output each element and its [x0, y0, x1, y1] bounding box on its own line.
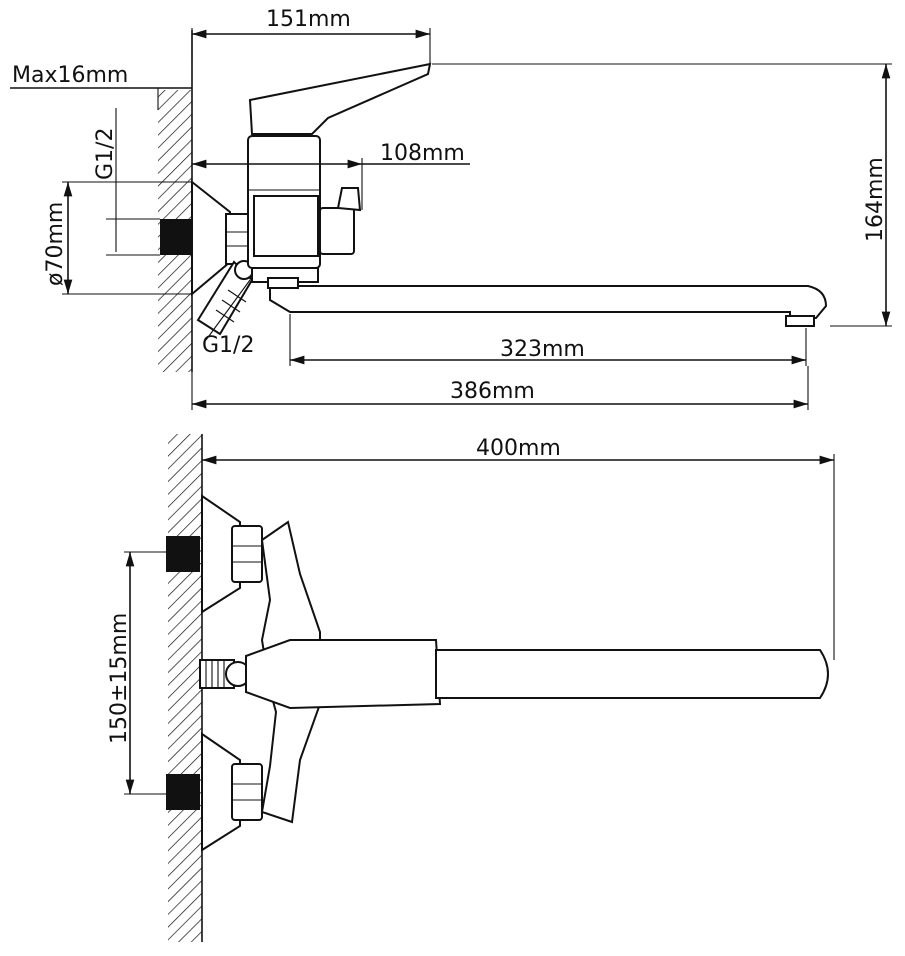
spout-side — [267, 277, 828, 327]
inlet-pipe-side — [160, 219, 192, 255]
top-view: 400mm 150±15mm — [107, 434, 835, 942]
dim-g12-top-line — [106, 108, 160, 256]
dim-total-reach-label: 386mm — [450, 379, 535, 404]
dim-height-label: 164mm — [863, 157, 888, 242]
dim-323-line — [289, 314, 807, 366]
wall-side — [158, 30, 193, 372]
dim-thread-bottom-label: G1/2 — [202, 333, 254, 358]
diverter-knob-side — [319, 187, 362, 255]
dim-wall-max-label: Max16mm — [12, 63, 128, 88]
escutcheon-top-upper — [201, 494, 241, 614]
dim-386-line — [191, 366, 809, 410]
dim-diameter-label: ø70mm — [43, 202, 68, 286]
dim-g12-bottom-line — [205, 279, 251, 341]
handle-body-top — [245, 639, 442, 710]
dim-total-length-label: 400mm — [476, 436, 561, 461]
dim-400-line — [202, 454, 835, 660]
dim-108-line — [192, 158, 470, 210]
inlet-pipe-top-upper — [166, 536, 200, 572]
dim-151-line — [191, 28, 431, 66]
inlet-pipe-top-lower — [166, 774, 200, 810]
dim-164-line — [432, 63, 892, 327]
dim-spout-reach-label: 323mm — [500, 337, 585, 362]
dim-diameter-line — [62, 181, 192, 295]
dim-handle-offset-label: 108mm — [380, 141, 465, 166]
wall-top — [168, 434, 203, 942]
hex-nut-top-upper — [231, 525, 263, 583]
hex-nut-top-lower — [231, 763, 263, 821]
dim-width-top-label: 151mm — [266, 7, 351, 32]
side-view: 151mm Max16mm G1/2 ø70mm 108mm — [10, 7, 892, 410]
escutcheon-top-lower — [201, 732, 241, 852]
dim-150-line — [124, 551, 166, 795]
faucet-body-side — [247, 135, 321, 283]
dim-max16-line — [10, 87, 192, 110]
dim-inlet-spacing-label: 150±15mm — [107, 613, 132, 744]
shower-outlet-top — [199, 659, 251, 689]
dim-thread-top-label: G1/2 — [93, 128, 118, 180]
spout-top — [435, 649, 829, 699]
handle-lever-side — [248, 62, 432, 135]
